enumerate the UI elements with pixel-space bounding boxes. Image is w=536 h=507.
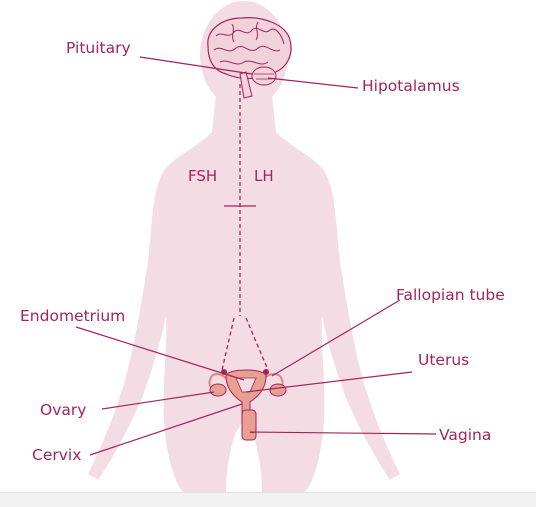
label-hipotalamus: Hipotalamus	[362, 77, 460, 95]
label-ovary: Ovary	[40, 401, 86, 419]
right-ovary	[270, 384, 286, 396]
label-fsh: FSH	[188, 167, 217, 185]
label-fallopian-tube: Fallopian tube	[396, 286, 505, 304]
label-pituitary: Pituitary	[66, 39, 131, 57]
label-vagina: Vagina	[439, 426, 491, 444]
label-endometrium: Endometrium	[20, 307, 125, 325]
bottom-bar	[0, 492, 536, 507]
label-cervix: Cervix	[32, 446, 81, 464]
label-lh: LH	[254, 167, 274, 185]
cerebellum	[252, 67, 276, 85]
label-uterus: Uterus	[418, 351, 469, 369]
vagina-canal	[242, 410, 256, 440]
hormone-marker-right	[264, 370, 269, 375]
left-ovary	[210, 384, 226, 396]
